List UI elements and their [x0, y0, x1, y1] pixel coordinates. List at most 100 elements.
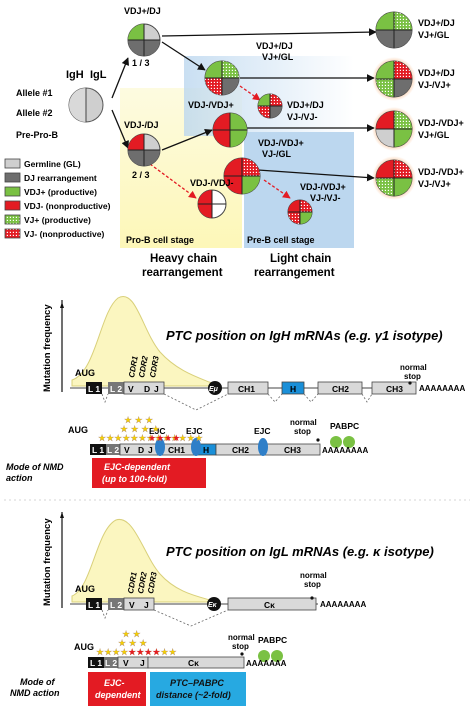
igl-aug: AUG	[75, 584, 95, 594]
igh-mrna-ch3-label: CH3	[284, 445, 301, 455]
igl-mode-1: Mode of	[20, 677, 55, 687]
igh-vdj-exon	[123, 381, 165, 395]
igl-splice-lines	[101, 609, 229, 627]
legend-swatch-vdj-plus	[4, 186, 21, 197]
igh-mrna-v: V	[124, 445, 130, 455]
igl-l1-label: L 1	[88, 600, 100, 610]
legend-label-3: VDJ- (nonproductive)	[24, 201, 111, 211]
igh-mrna-polya: AAAAAAAA	[322, 446, 368, 455]
igl-mrna-l1-label: L 1	[90, 658, 102, 668]
ejc-2	[191, 438, 201, 456]
svg-text:★ ★ ★ ★: ★ ★ ★ ★	[120, 424, 160, 434]
igh-box-1: EJC-dependent	[104, 462, 171, 472]
igl-ptc-box	[150, 672, 246, 706]
igh-mrna-j: J	[148, 445, 153, 455]
vdj-vjm-label-1: VDJ+/DJ	[287, 100, 324, 110]
vdj-plus-vjm-circle	[257, 93, 283, 119]
igh-box-2: (up to 100-fold)	[102, 474, 167, 484]
frac-1-3: 1 / 3	[132, 58, 150, 68]
rearrangement-arrows	[111, 28, 377, 182]
igh-mrna-d: D	[138, 445, 144, 455]
igh-h-label: H	[290, 384, 296, 394]
igh-mrna-l2	[106, 444, 120, 455]
vdj-minus-plus-circle	[212, 112, 248, 148]
igl-ck-exon	[227, 597, 317, 611]
igl-mrna-l2-label: L 2	[105, 658, 117, 668]
light-chain-label-2: rearrangement	[254, 267, 335, 279]
vdj-minus-plus-label: VDJ-/VDJ+	[188, 100, 234, 110]
igh-cdr3: CDR3	[148, 355, 161, 379]
igh-normal-stop-2: stop	[404, 372, 421, 381]
legend-label-0: Germline (GL)	[24, 159, 81, 169]
igl-mrna-normal-2: stop	[232, 642, 249, 651]
vdjm-gl-label-2: VJ-/GL	[262, 149, 292, 159]
legend-swatch-dj	[4, 172, 21, 183]
igh-mrna-l1	[90, 444, 106, 455]
igh-j-label: J	[154, 384, 159, 394]
igl-mrna-l1	[88, 657, 104, 668]
igl-stop-dot	[310, 596, 314, 600]
allele2-label: Allele #2	[16, 108, 53, 118]
vdjm-vjm-label-1: VDJ-/VDJ+	[300, 182, 346, 192]
legend: Germline (GL) DJ rearrangement VDJ+ (pro…	[4, 158, 111, 239]
pabpc-1	[330, 436, 342, 448]
igh-emu-enhancer	[208, 381, 222, 395]
igh-mrna-ch2-label: CH2	[232, 445, 249, 455]
igl-mrna-polya: AAAAAAA	[246, 659, 287, 668]
nonproductive-arrows	[149, 85, 291, 199]
igl-ylabel: Mutation frequency	[42, 518, 53, 606]
igl-vj-exon	[123, 597, 155, 611]
vdj-dj-label: VDJ+/DJ	[124, 6, 161, 16]
igh-l1-label: L 1	[88, 384, 100, 394]
igh-mrna-normal-2: stop	[294, 427, 311, 436]
vdj-gl-label-2: VJ+/GL	[262, 52, 294, 62]
igh-emu-label: Eμ	[209, 386, 219, 393]
legend-label-4: VJ+ (productive)	[24, 215, 91, 225]
igh-mrna-l1-label: L 1	[92, 445, 104, 455]
vdj-minus-minus-label: VDJ-/VDJ-	[190, 178, 234, 188]
igh-cdr1: CDR1	[127, 355, 140, 379]
legend-swatch-vj-plus	[4, 214, 21, 225]
igl-mrna-normal-1: normal	[228, 633, 255, 642]
igl-l2-label: L 2	[110, 600, 122, 610]
igh-stop-dot	[408, 381, 412, 385]
heavy-chain-label-1: Heavy chain	[150, 253, 217, 265]
igl-ek-enhancer	[207, 597, 221, 611]
igh-normal-stop-1: normal	[400, 363, 427, 372]
igl-normal-stop-2: stop	[304, 580, 321, 589]
igl-ck-label: Cκ	[264, 600, 275, 610]
igl-mrna-j: J	[140, 658, 145, 668]
igl-polya: AAAAAAAA	[320, 600, 366, 609]
out1-label-2: VJ+/GL	[418, 30, 450, 40]
igh-l2-label: L 2	[110, 384, 122, 394]
igh-splice-lines	[101, 393, 373, 411]
vdj-vjm-label-2: VJ-/VJ-	[287, 112, 318, 122]
igl-mrna-ck-label: Cκ	[188, 658, 199, 668]
igl-mrna-aug: AUG	[74, 642, 94, 652]
igh-ylabel: Mutation frequency	[42, 304, 53, 392]
igh-ch3-label: CH3	[386, 384, 403, 394]
igh-ch3-exon	[371, 381, 417, 395]
svg-text:★ ★: ★ ★	[122, 629, 141, 639]
igl-box-blue-1: PTC–PABPC	[170, 678, 224, 688]
igl-normal-stop-1: normal	[300, 571, 327, 580]
igl-mrna-v: V	[123, 658, 129, 668]
igl-box-blue-2: distance (~2-fold)	[156, 690, 231, 700]
out4-label-1: VDJ-/VDJ+	[418, 167, 464, 177]
vdjm-gl-label-1: VDJ-/VDJ+	[258, 138, 304, 148]
igh-ch2-exon	[317, 381, 363, 395]
igh-mrna-l2-label: L 2	[107, 445, 119, 455]
igh-cdr2: CDR2	[137, 355, 150, 379]
igl-mode-2: NMD action	[10, 688, 60, 698]
vdj-plus-dj-circle	[127, 23, 161, 57]
pre-pro-b-label: Pre-Pro-B	[16, 130, 59, 140]
igh-panel: Mutation frequency PTC position on IgH m…	[6, 296, 465, 488]
igl-pabpc: PABPC	[258, 635, 287, 645]
vdjm-light-circle	[223, 157, 261, 195]
light-chain-label-1: Light chain	[270, 253, 331, 265]
igh-polya: AAAAAAAA	[419, 384, 465, 393]
igh-d-label: D	[144, 384, 150, 394]
vdj-plus-light-circle	[204, 60, 240, 96]
output-circle-1	[375, 11, 413, 49]
output-circle-2	[375, 60, 413, 98]
